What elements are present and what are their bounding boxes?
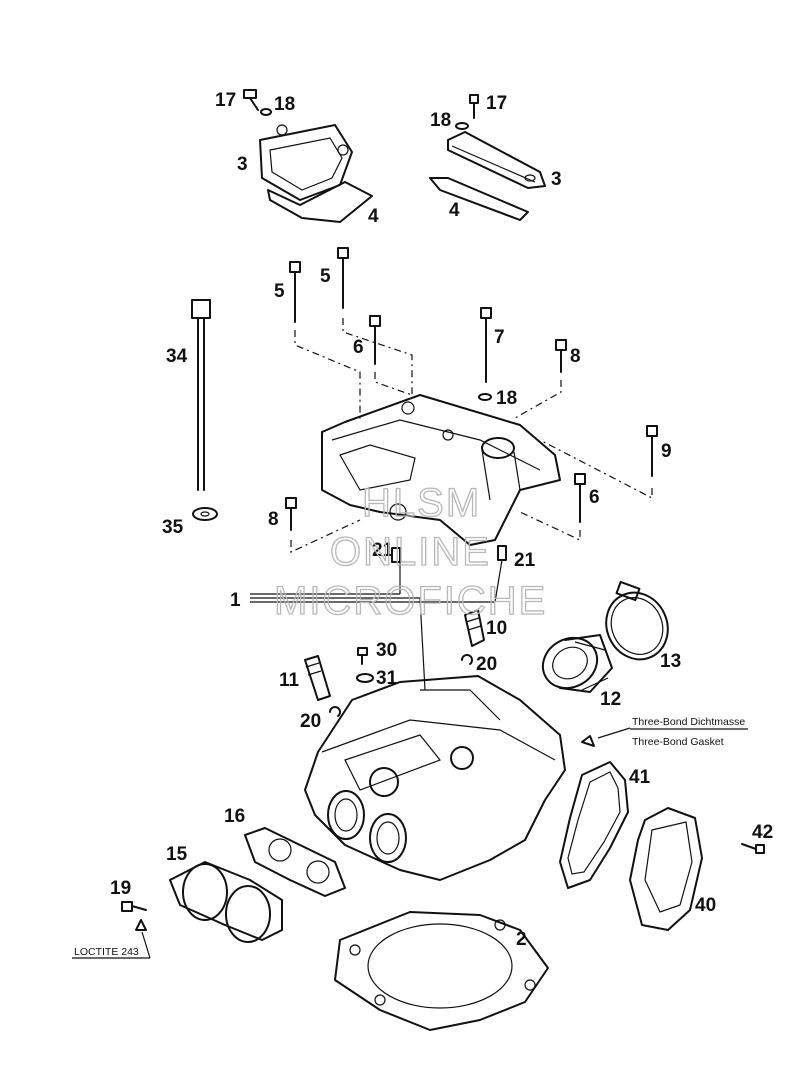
- bolt-5b: [337, 247, 349, 309]
- cover-40: [629, 807, 703, 931]
- label-30: 30: [376, 640, 397, 661]
- watermark-line-3: MICROFICHE: [274, 579, 547, 623]
- loctite-note: LOCTITE 243: [74, 946, 139, 958]
- label-17: 17: [486, 93, 507, 114]
- notes: Three-Bond Dichtmasse Three-Bond Gasket …: [74, 716, 748, 958]
- label-7: 7: [494, 327, 505, 348]
- sealant-note-en: Three-Bond Gasket: [632, 736, 724, 748]
- intake-rubber-12: [541, 634, 613, 693]
- label-4: 4: [449, 200, 460, 221]
- dowel-21-right: [497, 545, 507, 561]
- loctite-drop: [72, 919, 151, 959]
- gasket-41: [559, 761, 629, 889]
- leader-lines-1: [250, 559, 503, 691]
- valve-cover-gasket-left: [267, 181, 373, 223]
- cylinder-head-main: [304, 675, 566, 881]
- label-11: 11: [279, 670, 300, 691]
- intake-flange-15: [169, 861, 283, 943]
- washer-18-right: [455, 122, 469, 130]
- intake-gasket-16: [244, 827, 346, 897]
- label-19: 19: [110, 878, 131, 899]
- bolt-42: [741, 843, 765, 854]
- watermark: HLSM ONLINE MICROFICHE: [273, 480, 547, 623]
- valve-guide-11: [304, 655, 331, 701]
- label-35: 35: [162, 517, 184, 538]
- valve-cover-right: [447, 131, 546, 189]
- valve-guide-10: [464, 609, 485, 647]
- label-16: 16: [224, 806, 245, 827]
- bolt-5a: [289, 261, 301, 323]
- label-18: 18: [430, 110, 451, 131]
- stud-34: [191, 299, 211, 491]
- label-10: 10: [486, 618, 507, 639]
- label-41: 41: [629, 767, 651, 788]
- label-12: 12: [600, 689, 621, 710]
- valve-cover-gasket-right: [429, 177, 529, 221]
- head-gasket-2: [334, 911, 549, 1031]
- label-40: 40: [695, 895, 716, 916]
- dowel-21-left: [391, 547, 401, 563]
- label-21: 21: [514, 550, 536, 571]
- bolt-8a: [555, 339, 567, 373]
- watermark-line-1: HLSM: [362, 481, 481, 525]
- label-42: 42: [752, 822, 773, 843]
- label-18: 18: [274, 94, 295, 115]
- valve-cover-left: [259, 124, 353, 201]
- label-5: 5: [320, 266, 331, 287]
- label-15: 15: [166, 844, 188, 865]
- bolt-7: [480, 307, 492, 383]
- label-34: 34: [166, 346, 188, 367]
- label-13: 13: [660, 651, 681, 672]
- label-2: 2: [516, 929, 527, 950]
- watermark-line-2: ONLINE: [330, 530, 491, 574]
- label-5: 5: [274, 281, 285, 302]
- screw-30: [357, 647, 368, 665]
- washer-18-center: [478, 393, 492, 401]
- bolt-9: [646, 425, 658, 477]
- part-labels: 17 18 3 4 17 18 3 4 5 5 6 7 8 18 34 9 6 …: [110, 90, 773, 950]
- label-21: 21: [372, 540, 394, 561]
- bolt-6a: [369, 315, 381, 365]
- label-31: 31: [376, 668, 398, 689]
- screw-17-left: [243, 89, 259, 111]
- label-8: 8: [570, 346, 581, 367]
- assembly-lines: [290, 318, 653, 553]
- washer-31: [356, 673, 374, 683]
- bolt-6b: [574, 473, 586, 523]
- label-6: 6: [589, 487, 600, 508]
- screw-19: [121, 901, 147, 912]
- sealant-note-de: Three-Bond Dichtmasse: [632, 716, 745, 728]
- washer-35: [192, 507, 218, 521]
- label-1: 1: [230, 590, 241, 611]
- washer-18-left: [260, 108, 272, 116]
- label-4: 4: [368, 206, 379, 227]
- label-3: 3: [237, 154, 248, 175]
- label-17: 17: [215, 90, 236, 111]
- sealant-point: [581, 727, 631, 747]
- circlip-20-left: [329, 706, 341, 717]
- cylinder-head-upper: [321, 394, 561, 546]
- label-3: 3: [551, 169, 562, 190]
- label-20: 20: [300, 711, 321, 732]
- bolt-8b: [285, 497, 297, 531]
- screw-17-right: [469, 94, 479, 119]
- hose-clamp-13: [605, 580, 669, 661]
- label-20: 20: [476, 654, 497, 675]
- circlip-20-right: [461, 654, 473, 665]
- label-9: 9: [661, 441, 672, 462]
- label-8: 8: [268, 509, 279, 530]
- label-18: 18: [496, 388, 517, 409]
- label-6: 6: [353, 337, 364, 358]
